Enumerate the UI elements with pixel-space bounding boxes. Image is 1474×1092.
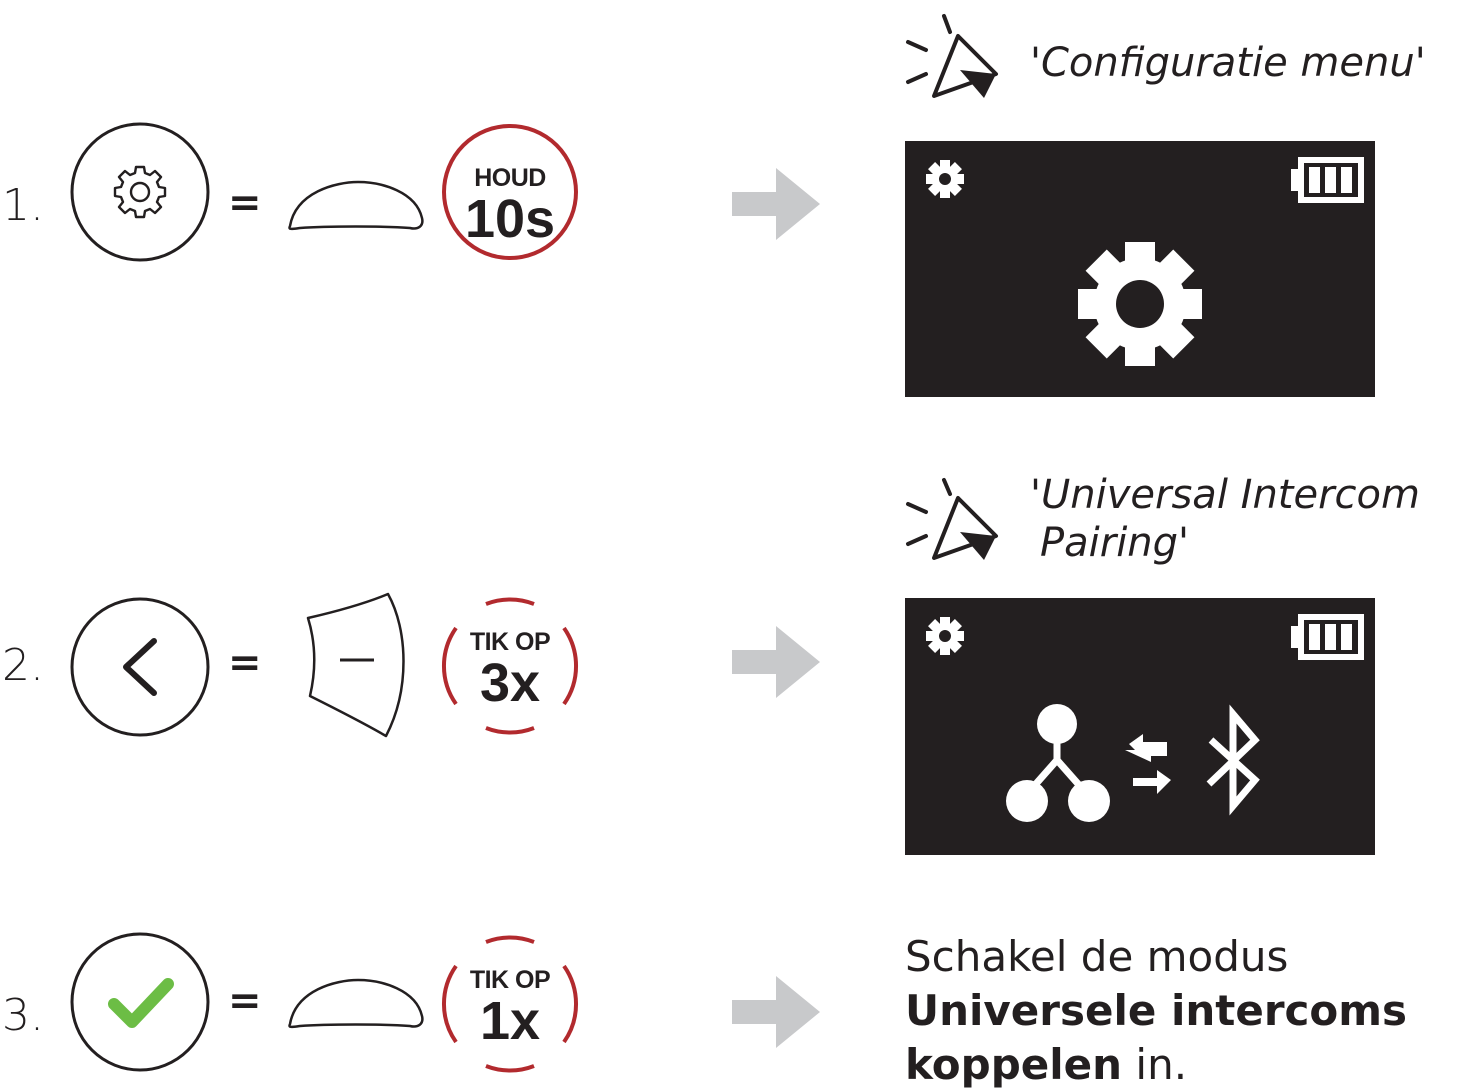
tap-label: TIK OP [469, 628, 551, 656]
voice-prompt: 'Configuratie menu' [1030, 40, 1426, 86]
universal-intercom-bluetooth-icon [1006, 704, 1260, 822]
step-number: 3. [2, 990, 44, 1041]
tap-badge: TIK OP 1x [440, 934, 580, 1074]
gear-icon [926, 160, 964, 198]
speaker-icon [900, 478, 1010, 578]
center-button-icon [286, 174, 426, 238]
checkmark-icon [108, 978, 174, 1028]
tap-count: 3x [479, 653, 541, 713]
battery-icon [1291, 614, 1364, 660]
result-mode-name: Universele intercoms [905, 986, 1408, 1035]
equals-sign: = [228, 978, 262, 1024]
hold-label: HOUD [474, 164, 546, 192]
step-number: 2. [2, 640, 44, 691]
device-screen [905, 598, 1375, 855]
gear-icon [1078, 242, 1202, 366]
arrow-right-icon [732, 626, 822, 702]
result-mode-action: koppelen [905, 1040, 1123, 1089]
equals-sign: = [228, 640, 262, 686]
hold-badge: HOUD 10s [440, 122, 580, 262]
arrow-right-icon [732, 168, 822, 244]
confirm-button[interactable] [68, 930, 212, 1078]
tap-count: 1x [479, 991, 541, 1051]
settings-button[interactable] [68, 120, 212, 268]
voice-prompt-line2: Pairing' [1040, 520, 1190, 566]
voice-prompt-line1: 'Universal Intercom [1030, 472, 1420, 518]
center-button-icon [286, 972, 426, 1036]
result-tail: in. [1122, 1040, 1188, 1089]
tap-badge: TIK OP 3x [440, 596, 580, 736]
gear-icon [113, 165, 167, 219]
minus-button-icon [304, 590, 414, 744]
speaker-icon [900, 12, 1010, 106]
result-line1: Schakel de modus [905, 932, 1289, 981]
chevron-left-icon [123, 638, 157, 696]
hold-duration: 10s [464, 189, 556, 249]
gear-icon [926, 617, 964, 655]
back-button[interactable] [68, 595, 212, 743]
equals-sign: = [228, 180, 262, 226]
arrow-right-icon [732, 976, 822, 1052]
step-number: 1. [2, 180, 44, 231]
tap-label: TIK OP [469, 966, 551, 994]
device-screen [905, 141, 1375, 397]
battery-icon [1291, 157, 1364, 203]
result-text: Schakel de modus Universele intercoms ko… [905, 930, 1465, 1092]
